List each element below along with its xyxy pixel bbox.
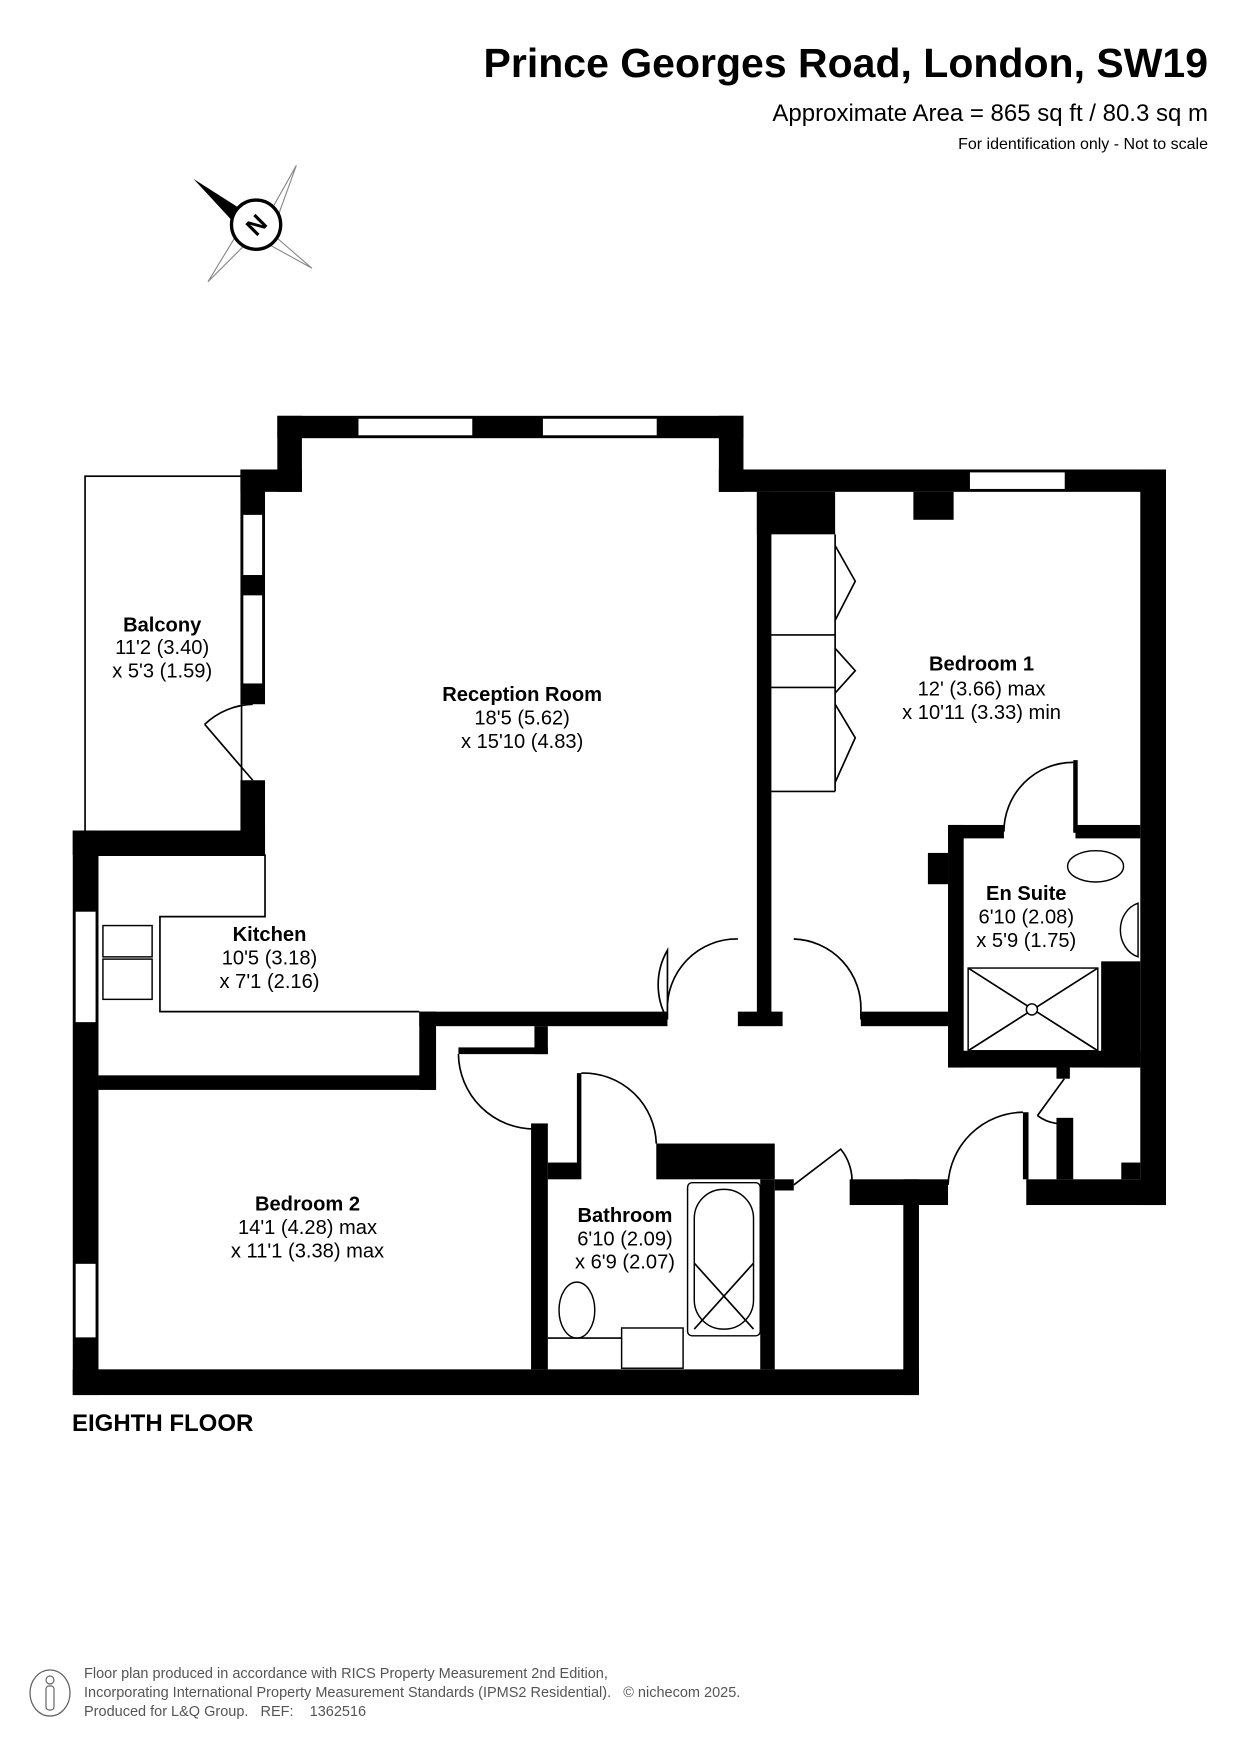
ensuite-basin <box>1119 902 1139 958</box>
floor-label: EIGHTH FLOOR <box>72 1410 254 1437</box>
room-name: Balcony <box>123 615 202 637</box>
room-dim: x 10'11 (3.33) min <box>902 702 1061 724</box>
room-name: Bedroom 1 <box>929 654 1034 676</box>
room-dim: 10'5 (3.18) <box>222 948 318 970</box>
room-dim: x 11'1 (3.38) max <box>231 1241 384 1263</box>
room-name: Kitchen <box>233 924 307 946</box>
room-dim: x 7'1 (2.16) <box>220 971 320 993</box>
room-name: En Suite <box>986 883 1066 905</box>
room-dim: x 6'9 (2.07) <box>575 1252 675 1274</box>
bathroom-toilet <box>558 1281 596 1339</box>
scale-note: For identification only - Not to scale <box>958 136 1208 153</box>
footer: Floor plan produced in accordance with R… <box>84 1665 740 1722</box>
approximate-area: Approximate Area = 865 sq ft / 80.3 sq m <box>772 100 1208 127</box>
room-name: Bedroom 2 <box>255 1194 360 1216</box>
room-dim: 18'5 (5.62) <box>474 707 570 729</box>
bathroom-basin <box>620 1327 684 1369</box>
room-name: Reception Room <box>442 684 602 706</box>
room-dim: x 5'3 (1.59) <box>112 660 212 682</box>
compass-icon: N <box>193 165 313 283</box>
room-dim: 6'10 (2.08) <box>979 906 1075 928</box>
room-dim: 11'2 (3.40) <box>115 637 209 659</box>
property-title: Prince Georges Road, London, SW19 <box>483 40 1208 86</box>
room-dim: x 15'10 (4.83) <box>461 731 583 753</box>
kitchen-sink <box>102 924 153 958</box>
room-name: Bathroom <box>577 1205 672 1227</box>
ensuite-toilet <box>1066 849 1125 883</box>
windows <box>74 417 1067 1339</box>
fixtures <box>102 849 1139 1369</box>
room-dim: 6'10 (2.09) <box>577 1228 673 1250</box>
footer-line: Floor plan produced in accordance with R… <box>84 1666 608 1682</box>
person-icon <box>29 1669 71 1717</box>
copyright: © nichecom 2025. <box>623 1685 741 1701</box>
room-dim: 14'1 (4.28) max <box>238 1217 377 1239</box>
doors <box>204 534 1074 1186</box>
room-labels: Balcony 11'2 (3.40) x 5'3 (1.59) Recepti… <box>112 615 1076 1274</box>
room-dim: 12' (3.66) max <box>918 678 1046 700</box>
footer-line: Incorporating International Property Mea… <box>84 1685 612 1701</box>
room-dim: x 5'9 (1.75) <box>976 930 1076 952</box>
kitchen-hob <box>102 958 153 1001</box>
footer-ref: Produced for L&Q Group. REF: 1362516 <box>84 1704 367 1720</box>
